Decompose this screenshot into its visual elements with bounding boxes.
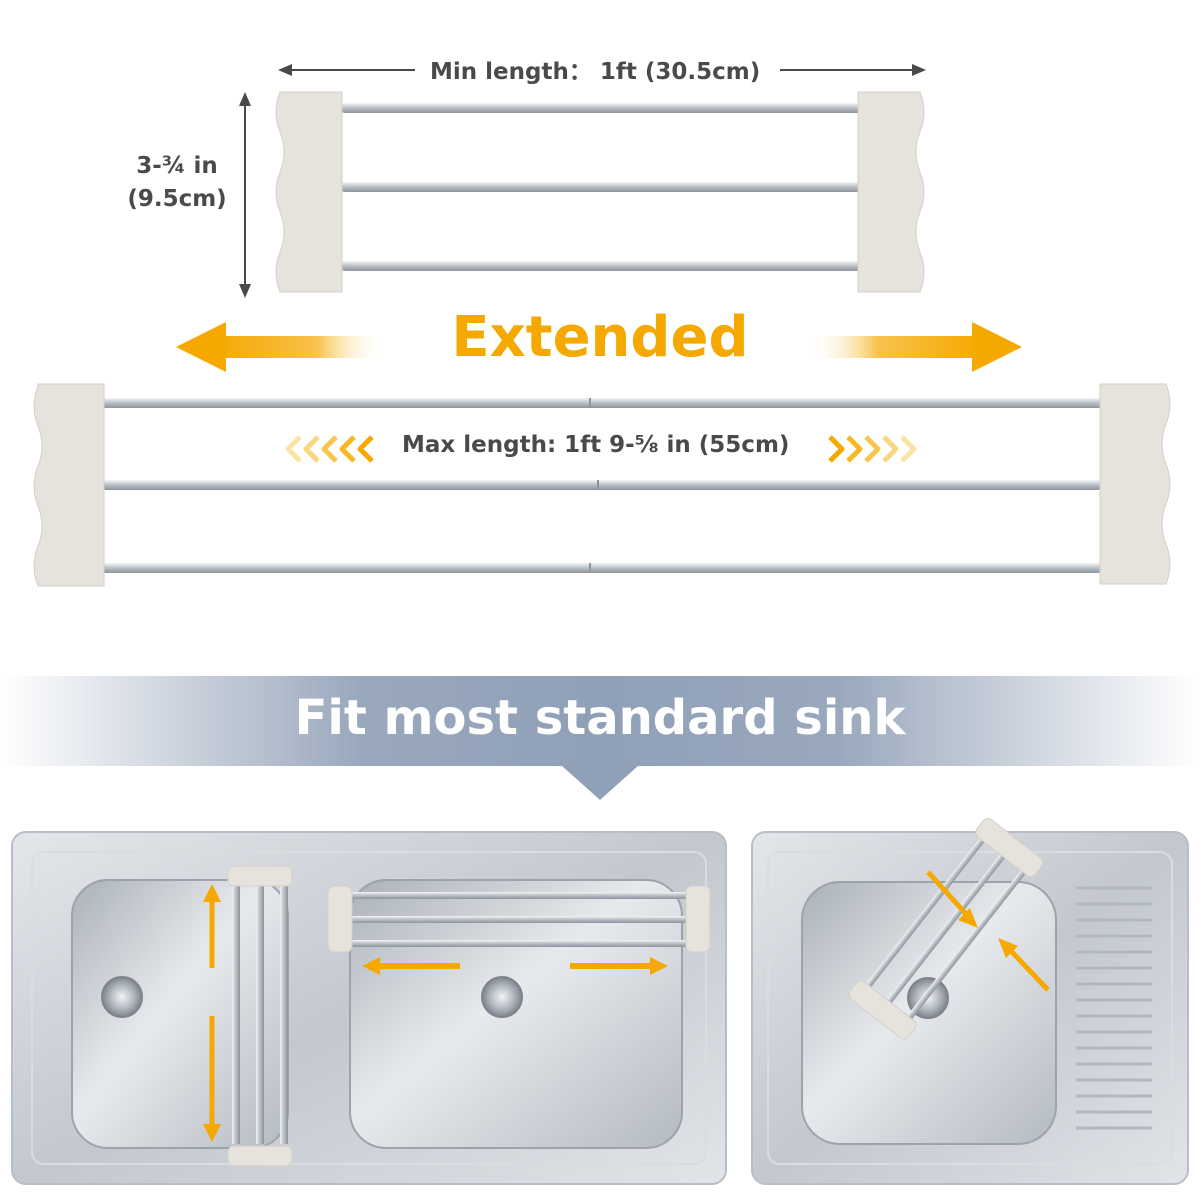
max-length-label: Max length: 1ft 9-⅝ in (55cm) <box>402 432 790 458</box>
chevrons-left-icon <box>285 435 374 463</box>
min-length-label: Min length： 1ft (30.5cm) <box>430 59 761 85</box>
extended-rack <box>33 383 1171 587</box>
single-sink-illustration <box>751 818 1189 1185</box>
fit-banner <box>0 676 1200 766</box>
height-label: 3-¾ in (9.5cm) <box>112 150 242 216</box>
extended-title: Extended <box>451 305 749 370</box>
height-label-inch: 3-¾ in <box>136 153 218 179</box>
chevrons-right-icon <box>828 435 917 463</box>
extend-left-arrow-icon <box>176 322 385 372</box>
extend-right-arrow-icon <box>810 322 1022 372</box>
double-sink-illustration <box>11 831 727 1185</box>
compact-rack <box>239 64 926 298</box>
height-label-cm: (9.5cm) <box>127 186 227 212</box>
banner-pointer-icon <box>562 766 638 800</box>
banner-title: Fit most standard sink <box>294 690 906 746</box>
